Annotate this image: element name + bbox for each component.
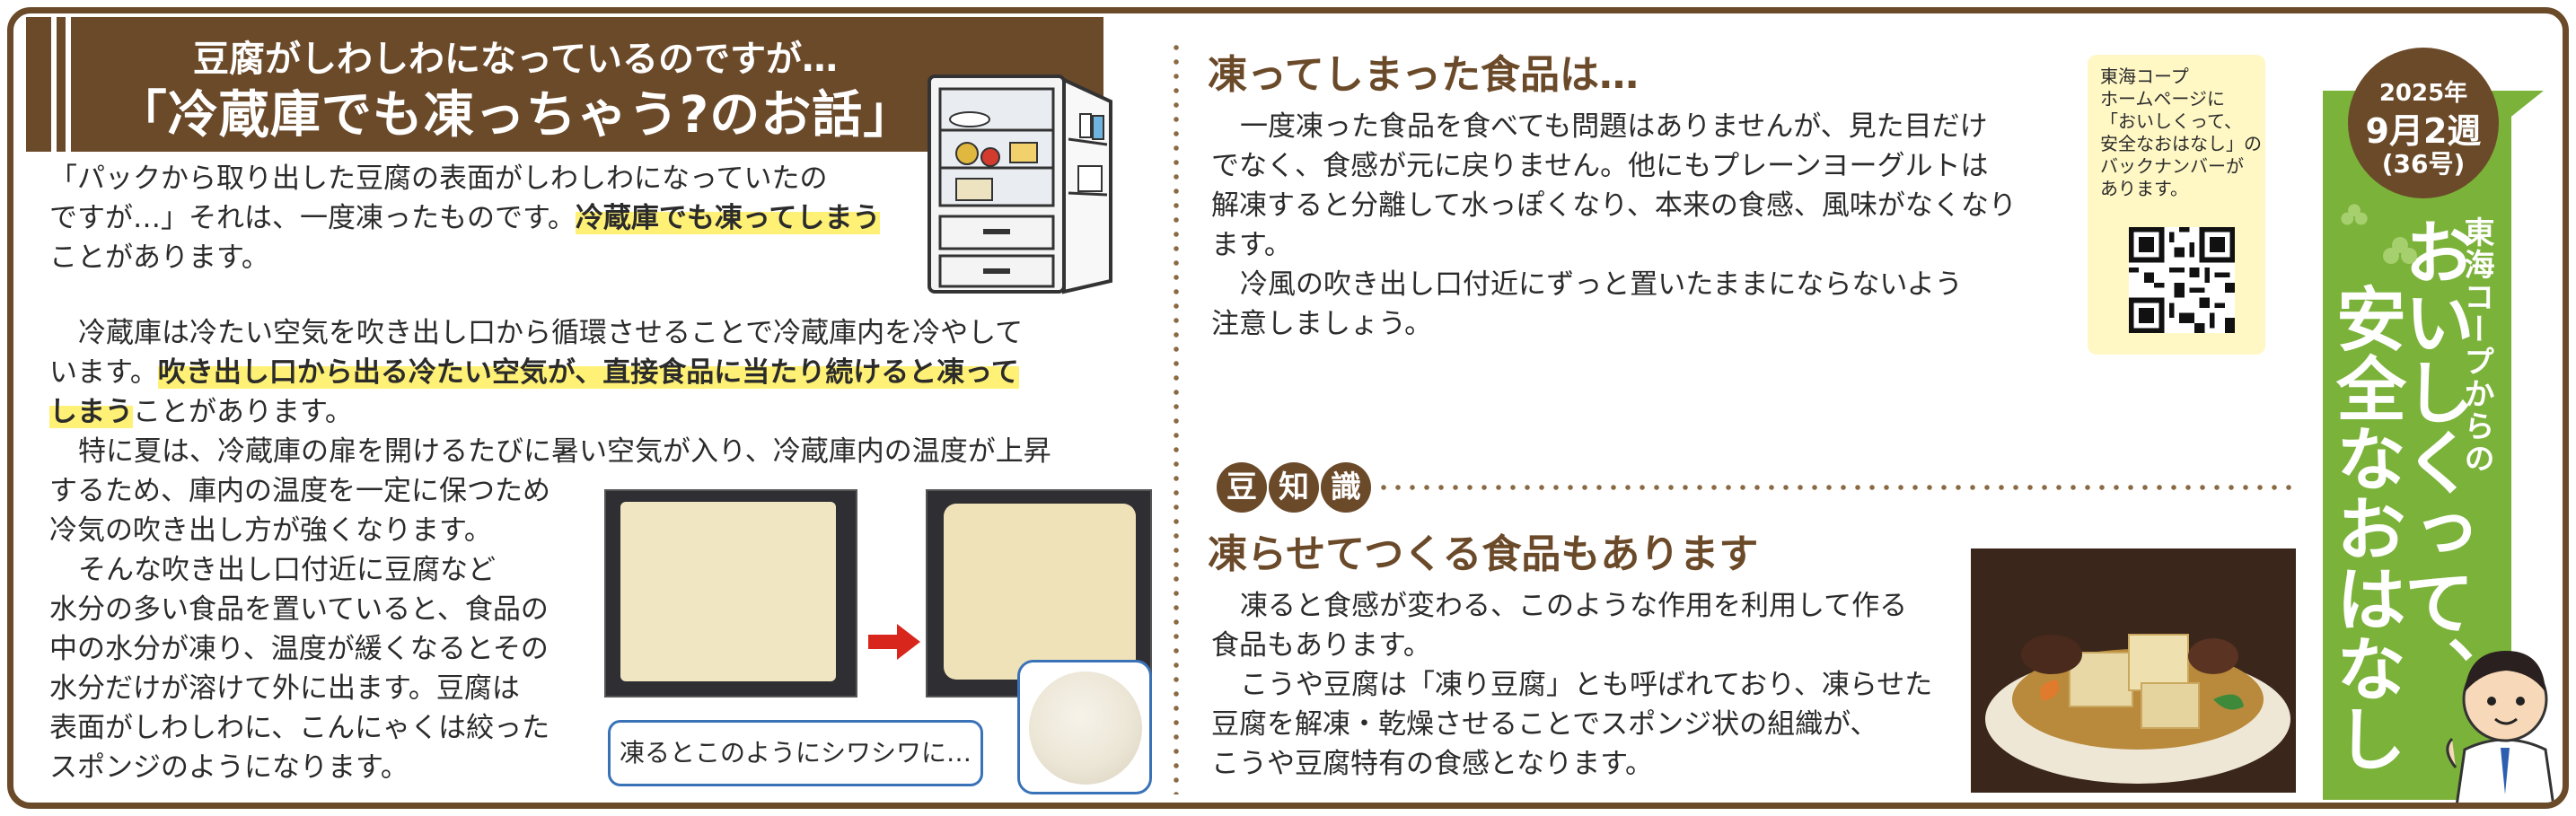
text-line: 食品もあります。: [1211, 629, 1431, 662]
tofu-block: [620, 502, 836, 681]
text-line: しまうことがあります。: [49, 392, 1181, 432]
clover-icon: [2341, 204, 2368, 225]
title-banner: 豆腐がしわしわになっているのですが… 「冷蔵庫でも凍っちゃう?のお話」: [26, 17, 1103, 152]
refrigerator-illustration: [928, 75, 1112, 294]
qr-text-line: 「おいしくって、: [2100, 110, 2242, 132]
dotted-divider-horizontal: [1376, 485, 2292, 490]
series-publisher-vertical: 東海コープからの: [2458, 216, 2494, 475]
text-line: スポンジのようになります。: [49, 751, 409, 784]
issue-year: 2025年: [2378, 80, 2468, 107]
left-paragraph-4: そんな吹き出し口付近に豆腐など 水分の多い食品を置いていると、食品の 中の水分が…: [49, 550, 624, 787]
text-line: います。吹き出し口から出る冷たい空気が、直接食品に当たり続けると凍って: [49, 353, 1181, 392]
left-paragraph-1: 「パックから取り出した豆腐の表面がしわしわになっていたの ですが…」それは、一度…: [49, 159, 929, 277]
issue-number: (36号): [2381, 149, 2466, 179]
issue-date-badge: 2025年 9月2週 (36号): [2348, 48, 2499, 198]
dotted-divider-vertical: [1174, 40, 1179, 794]
text-line: 豆腐を解凍・乾燥させることでスポンジ状の組織が、: [1211, 708, 1878, 741]
text-span: います。: [49, 356, 158, 389]
text-line: 解凍すると分離して水っぽくなり、本来の食感、風味がなくなり: [1211, 189, 2017, 222]
text-line: 冷風の吹き出し口付近にずっと置いたままにならないよう: [1240, 268, 1963, 301]
text-line: 表面がしわしわに、こんにゃくは絞った: [49, 712, 550, 744]
qr-code[interactable]: [2129, 227, 2235, 333]
text-line: 冷蔵庫は冷たい空気を吹き出し口から循環させることで冷蔵庫内を冷やして: [78, 317, 1024, 349]
text-line: 水分だけが溶けて外に出ます。豆腐は: [49, 672, 520, 705]
text-line: 一度凍った食品を食べても問題はありませんが、見た目だけ: [1240, 110, 1988, 143]
series-title-vertical-2: 安全なおはなし: [2325, 283, 2405, 773]
text-line: そんな吹き出し口付近に豆腐など: [78, 554, 496, 586]
qr-text-line: バックナンバーが: [2100, 155, 2244, 177]
text-line: ます。: [1211, 229, 1292, 261]
badge-mame: 豆: [1217, 462, 1267, 513]
qr-text-line: 安全なおはなし」の: [2100, 133, 2262, 154]
text-span: ことがあります。: [133, 396, 353, 428]
qr-info-box: 東海コープ ホームページに 「おいしくって、 安全なおはなし」の バックナンバー…: [2088, 55, 2265, 355]
qr-text-line: 東海コープ: [2100, 66, 2189, 87]
left-paragraph-2: 冷蔵庫は冷たい空気を吹き出し口から循環させることで冷蔵庫内を冷やして います。吹…: [49, 313, 1181, 432]
text-line: こうや豆腐は「凍り豆腐」とも呼ばれており、凍らせた: [1240, 669, 1933, 701]
highlight-text: 吹き出し口から出る冷たい空気が、直接食品に当たり続けると凍って: [157, 356, 1019, 389]
green-sidebar-flag: [2499, 91, 2544, 127]
clover-icon: [2383, 237, 2417, 264]
text-line: ですが…」それは、一度凍ったものです。冷蔵庫でも凍ってしまう: [49, 198, 929, 238]
photo-caption: 凍るとこのようにシワシワに…: [608, 720, 983, 786]
title-subheading: 豆腐がしわしわになっているのですが…: [193, 39, 838, 80]
text-line: 中の水分が凍り、温度が緩くなるとその: [49, 633, 549, 665]
text-line: 「パックから取り出した豆腐の表面がしわしわになっていたの: [49, 162, 828, 195]
text-line: 凍ると食感が変わる、このような作用を利用して作る: [1240, 590, 1908, 622]
highlight-text: しまう: [49, 396, 133, 428]
arrow-right-icon: [868, 624, 920, 660]
highlight-text: 冷蔵庫でも凍ってしまう: [575, 202, 881, 234]
text-line: するため、庫内の温度を一定に保つため: [49, 475, 550, 507]
text-line: 特に夏は、冷蔵庫の扉を開けるたびに暑い空気が入り、冷蔵庫内の温度が上昇: [78, 435, 1051, 468]
zoom-inset: [1017, 660, 1152, 794]
middle-paragraph-1: 一度凍った食品を食べても問題はありませんが、見た目だけ でなく、食感が元に戻りま…: [1211, 107, 2073, 344]
badge-chi: 知: [1269, 462, 1319, 513]
text-line: こうや豆腐特有の食感となります。: [1211, 748, 1653, 780]
tofu-photo-before: [604, 489, 857, 698]
issue-week: 9月2週: [2365, 111, 2482, 151]
tofu-block-wrinkled: [944, 504, 1136, 680]
text-line: 冷気の吹き出し方が強くなります。: [49, 514, 492, 547]
section-heading-frozen-made-food: 凍らせてつくる食品もあります: [1208, 531, 1759, 577]
qr-info-text: 東海コープ ホームページに 「おいしくって、 安全なおはなし」の バックナンバー…: [2100, 66, 2262, 200]
text-span: ですが…」それは、一度凍ったものです。: [49, 202, 576, 234]
newsletter-frame: 豆腐がしわしわになっているのですが… 「冷蔵庫でも凍っちゃう?のお話」 「パック…: [7, 7, 2569, 809]
left-paragraph-3: 特に夏は、冷蔵庫の扉を開けるたびに暑い空気が入り、冷蔵庫内の温度が上昇 するため…: [49, 432, 1181, 550]
zoom-circle-image: [1029, 671, 1142, 785]
text-line: 注意しましょう。: [1211, 308, 1433, 340]
badge-shiki: 識: [1321, 462, 1371, 513]
text-line: 水分の多い食品を置いていると、食品の: [49, 593, 549, 626]
series-title-vertical-1: おいしくって、: [2393, 216, 2474, 706]
text-line: でなく、食感が元に戻りません。他にもプレーンヨーグルトは: [1211, 150, 1989, 182]
qr-text-line: あります。: [2100, 178, 2188, 199]
section-heading-frozen-food: 凍ってしまった食品は…: [1208, 52, 1640, 98]
text-line: ことがあります。: [49, 241, 269, 274]
mascot-character: [2446, 651, 2554, 803]
qr-text-line: ホームページに: [2100, 88, 2225, 110]
koya-tofu-dish-photo: [1971, 548, 2296, 793]
title-heading: 「冷蔵庫でも凍っちゃう?のお話」: [116, 86, 915, 145]
mame-paragraph: 凍ると食感が変わる、このような作用を利用して作る 食品もあります。 こうや豆腐は…: [1211, 586, 1965, 784]
